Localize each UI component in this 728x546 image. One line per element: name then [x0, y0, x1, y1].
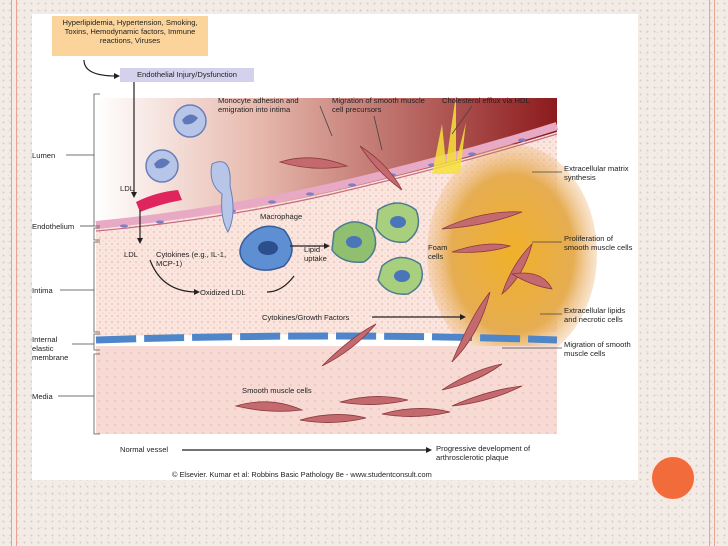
credit-line: © Elsevier. Kumar et al: Robbins Basic P… — [172, 470, 432, 479]
cholesterol-efflux-label: Cholesterol efflux via HDL — [442, 96, 530, 105]
internal-elastic-label: Internal elastic membrane — [32, 335, 69, 362]
foam-cells-label: Foam cells — [428, 243, 448, 261]
normal-vessel-label: Normal vessel — [120, 445, 169, 454]
ldl-intima-label: LDL — [124, 250, 138, 259]
smooth-muscle-cells-media — [234, 363, 523, 423]
foam-cells — [331, 202, 423, 295]
macrophage-label: Macrophage — [260, 212, 303, 221]
figure-panel: Hyperlipidemia, Hypertension, Smoking, T… — [32, 14, 638, 480]
hdl-efflux — [432, 94, 466, 174]
extracellular-matrix-label: Extracellular matrix synthesis — [564, 164, 629, 182]
monocyte-cells — [145, 104, 234, 234]
endothelium-label: Endothelium — [32, 222, 75, 231]
media-label: Media — [32, 392, 53, 401]
injury-text: Endothelial Injury/Dysfunction — [136, 70, 238, 79]
left-accent-line-2 — [16, 0, 17, 546]
decorative-orange-circle — [650, 455, 696, 501]
migration-smc-label: Migration of smooth muscle cells — [564, 340, 631, 358]
monocyte-label: Monocyte adhesion and emigration into in… — [218, 96, 299, 114]
injury-box: Endothelial Injury/Dysfunction — [120, 68, 254, 82]
atherosclerosis-illustration — [58, 59, 597, 453]
cytokines-label: Cytokines (e.g., IL-1, MCP-1) — [156, 250, 227, 268]
proliferation-label: Proliferation of smooth muscle cells — [564, 234, 633, 252]
smooth-muscle-label: Smooth muscle cells — [242, 386, 312, 395]
ldl-lumen-label: LDL — [120, 184, 134, 193]
risk-factors-box: Hyperlipidemia, Hypertension, Smoking, T… — [52, 16, 208, 56]
extracellular-lipids-label: Extracellular lipids and necrotic cells — [564, 306, 626, 324]
left-accent-line — [11, 0, 12, 546]
cytokines-growth-label: Cytokines/Growth Factors — [262, 313, 350, 322]
risk-factors-text: Hyperlipidemia, Hypertension, Smoking, T… — [62, 18, 198, 45]
right-accent-line — [709, 0, 710, 546]
migration-precursors-label: Migration of smooth muscle cell precurso… — [332, 96, 425, 114]
lumen-label: Lumen — [32, 151, 56, 160]
plaque-core — [427, 144, 597, 364]
oxidized-ldl-label: Oxidized LDL — [200, 288, 246, 297]
right-accent-line-2 — [714, 0, 715, 546]
lipid-uptake-label: Lipid uptake — [304, 245, 327, 263]
smooth-muscle-cells-intima — [278, 145, 553, 367]
intima-label: Intima — [32, 286, 53, 295]
progressive-label: Progressive development of arthrosclerot… — [436, 444, 531, 462]
